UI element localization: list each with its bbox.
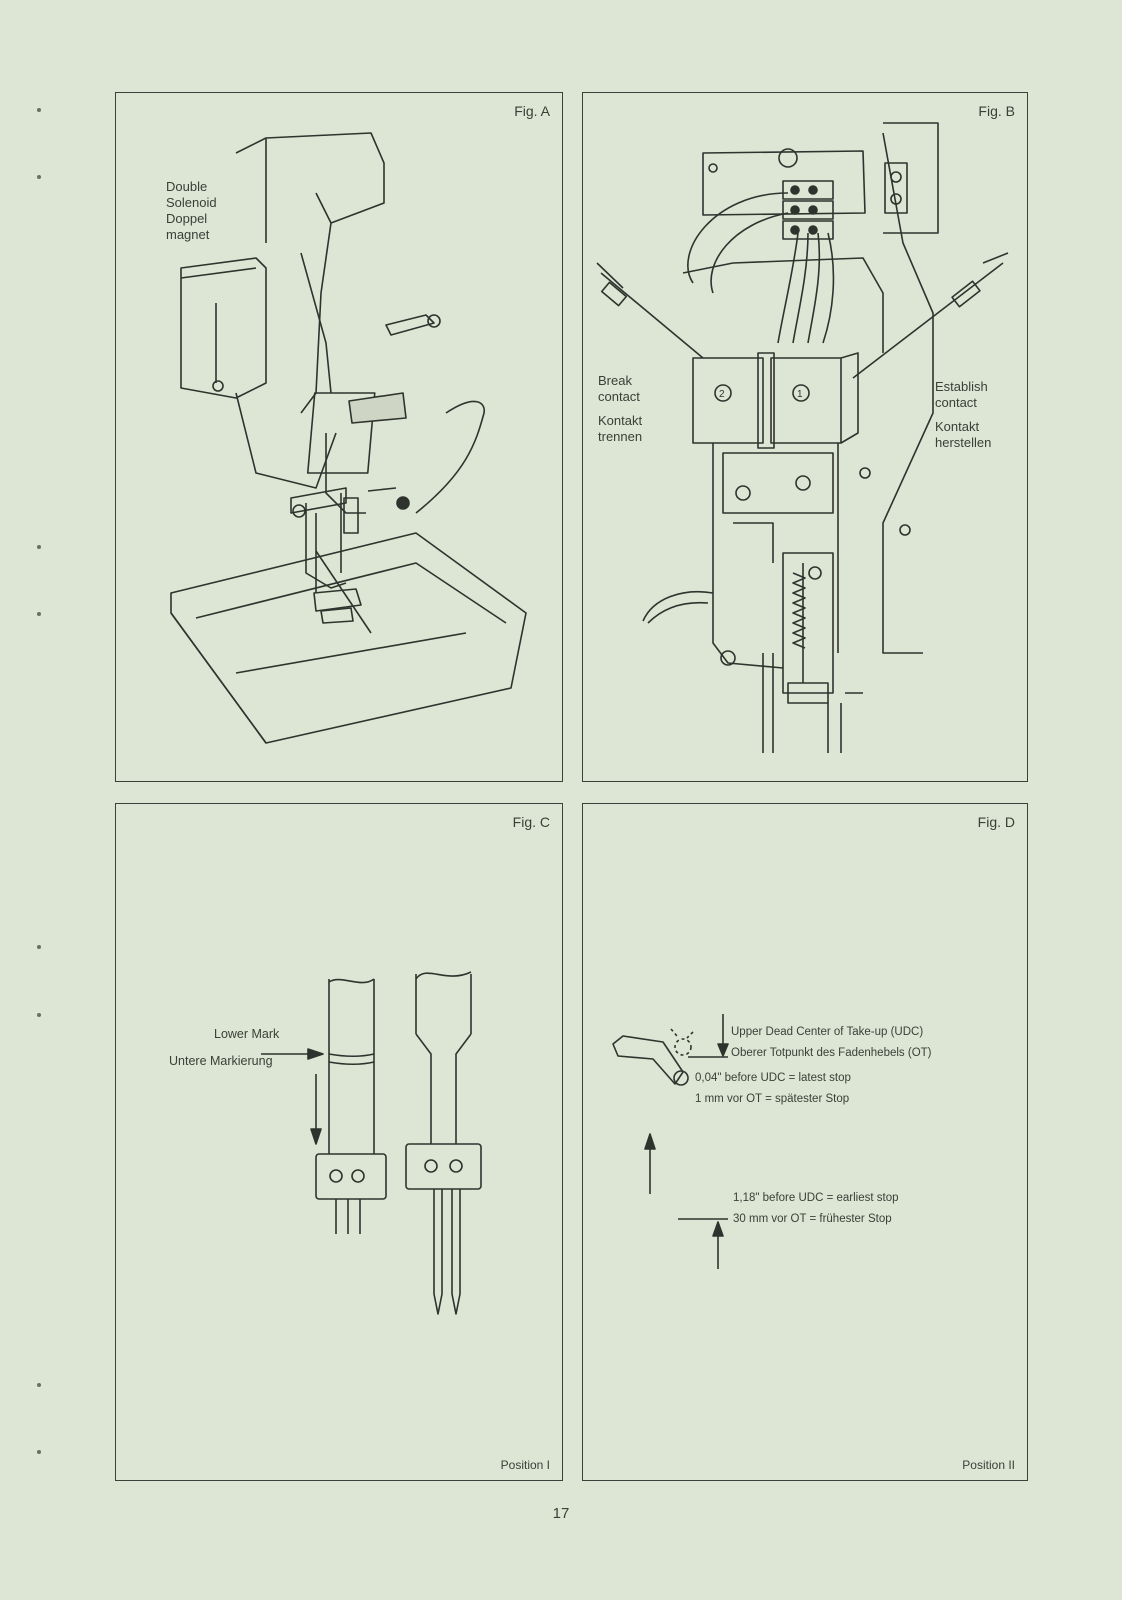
- double-solenoid-label: Double Solenoid Doppel magnet: [166, 179, 217, 242]
- position-label: Position I: [500, 1458, 550, 1472]
- margin-dot: [37, 945, 41, 949]
- margin-dot: [37, 545, 41, 549]
- earliest-stop-label: 1,18" before UDC = earliest stop 30 mm v…: [733, 1192, 899, 1225]
- figure-c-title: Fig. C: [512, 814, 550, 830]
- break-contact-label: Break contact Kontakt trennen: [598, 373, 643, 444]
- figure-d-title: Fig. D: [977, 814, 1015, 830]
- margin-dot: [37, 1450, 41, 1454]
- figure-b-title: Fig. B: [978, 103, 1015, 119]
- take-up-lever-drawing: [612, 1014, 729, 1269]
- figure-c-panel: Fig. C Lower Mark Untere Markierung Posi…: [115, 803, 563, 1481]
- udc-label: Upper Dead Center of Take-up (UDC) Obere…: [731, 1026, 932, 1059]
- page-number: 17: [552, 1505, 570, 1522]
- solenoid-contacts-drawing: 2 1: [596, 122, 1009, 753]
- lower-mark-label-de: Untere Markierung: [169, 1054, 273, 1068]
- margin-dot: [37, 1383, 41, 1387]
- needle-bar-drawing: [261, 971, 482, 1315]
- figure-a-panel: Fig. A Double Solenoid Doppel magnet: [115, 92, 563, 782]
- position-label: Position II: [962, 1458, 1015, 1472]
- latest-stop-label: 0,04" before UDC = latest stop 1 mm vor …: [695, 1072, 851, 1105]
- figure-b-panel: 2 1 Fig. B Break contact Kontakt trennen…: [582, 92, 1028, 782]
- margin-dot: [37, 108, 41, 112]
- svg-text:1: 1: [797, 389, 803, 400]
- lower-mark-label-en: Lower Mark: [214, 1027, 280, 1041]
- margin-dot: [37, 612, 41, 616]
- establish-contact-label: Establish contact Kontakt herstellen: [935, 379, 992, 450]
- sewing-machine-head-drawing: [170, 132, 527, 744]
- svg-text:2: 2: [719, 389, 725, 400]
- margin-dot: [37, 1013, 41, 1017]
- margin-dot: [37, 175, 41, 179]
- figure-d-panel: Fig. D Upper Dead Center of Take-up (UDC…: [582, 803, 1028, 1481]
- figure-a-title: Fig. A: [514, 103, 550, 119]
